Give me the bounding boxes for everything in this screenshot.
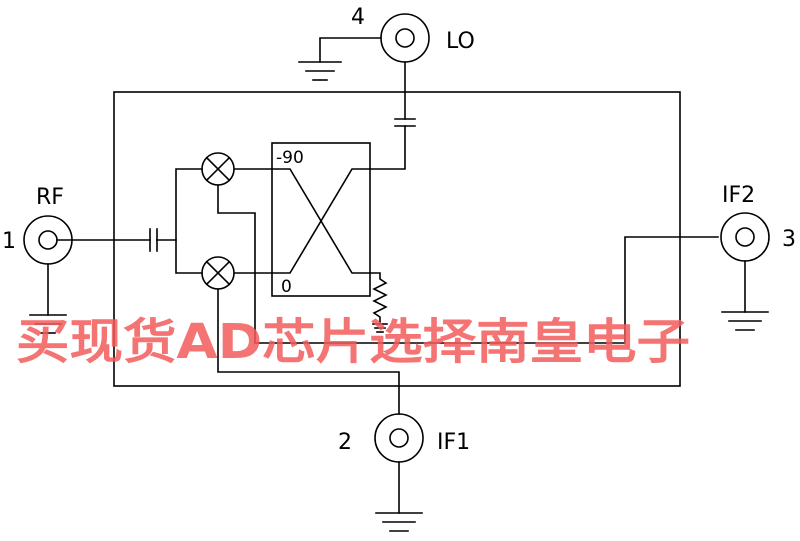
if1-port-label: IF1	[437, 430, 470, 455]
mixer-bottom	[201, 256, 235, 290]
rf-port-label: RF	[36, 185, 64, 210]
if2-trace	[217, 184, 719, 344]
lo-dc-block-capacitor	[394, 118, 416, 127]
lo-to-hybrid-line	[369, 125, 406, 170]
hybrid-cross-b	[234, 168, 371, 274]
if2-port-connector	[720, 212, 770, 331]
lo-pin-number: 4	[351, 5, 365, 30]
if1-trace	[217, 288, 400, 415]
lo-port-connector	[298, 13, 430, 81]
hybrid-zero-label: 0	[281, 277, 292, 297]
lo-ground-lead	[319, 37, 382, 63]
termination-resistor	[369, 272, 388, 333]
mixer-top	[201, 152, 235, 186]
watermark-text: 买现货AD芯片选择南皇电子	[16, 314, 690, 370]
if1-port-connector	[374, 413, 424, 532]
labels: RF 1 4 LO IF2 3 2 IF1 -90 0	[2, 5, 796, 455]
if1-pin-number: 2	[338, 430, 352, 455]
lo-port-label: LO	[446, 29, 475, 54]
if2-pin-number: 3	[782, 227, 796, 252]
quadrature-hybrid	[234, 142, 371, 297]
hybrid-minus90-label: -90	[276, 148, 304, 168]
package-outline	[113, 91, 681, 387]
rf-pin-number: 1	[2, 229, 16, 254]
rf-splitter-lines	[175, 168, 203, 274]
if2-port-label: IF2	[722, 183, 755, 208]
rf-dc-block-capacitor	[149, 228, 158, 252]
